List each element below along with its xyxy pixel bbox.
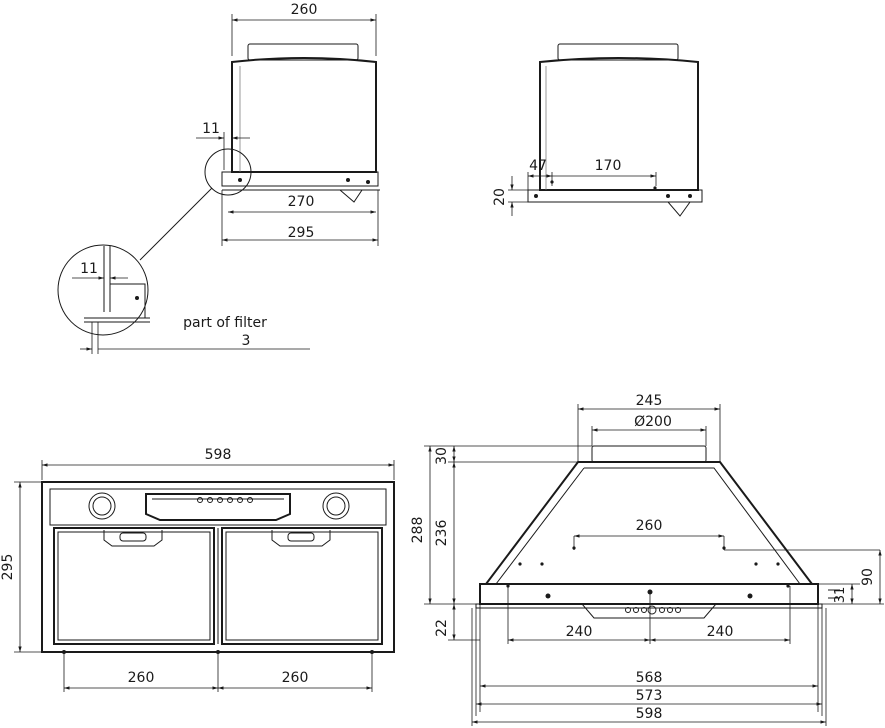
handle-left: [103, 530, 163, 547]
dim-bottom-width: 598: [205, 447, 232, 463]
front-control-buttons: [625, 605, 681, 615]
dim-front-collar: 245: [636, 393, 663, 409]
dim-front-left-pos: 240: [566, 624, 593, 640]
dim-filter: 3: [242, 333, 251, 349]
dim-front-right-h: 90: [860, 568, 876, 586]
rear-view: 47 170 20: [492, 43, 703, 217]
front-control-panel: [580, 603, 718, 619]
side-deflector: [338, 189, 363, 203]
control-buttons: [197, 497, 253, 503]
detail-marker-circle: [204, 148, 252, 196]
control-panel: [49, 488, 387, 526]
filter-left: [53, 527, 215, 645]
rear-base: [527, 189, 703, 203]
dim-front-right-pos: 240: [707, 624, 734, 640]
dim-front-598: 598: [636, 706, 663, 722]
dim-rear-height: 20: [492, 188, 508, 206]
lamp-left: [88, 492, 116, 520]
dim-side-offset: 11: [202, 121, 220, 137]
front-collar: [591, 445, 707, 463]
dim-front-collar-h: 30: [434, 447, 450, 465]
rear-collar: [557, 43, 679, 61]
lamp-right: [322, 492, 350, 520]
side-view: 260 11 270 295: [139, 2, 380, 261]
dim-rear-left: 47: [529, 158, 547, 174]
filter-right: [221, 527, 383, 645]
dim-detail-offset: 11: [80, 261, 98, 277]
bottom-view: 598: [0, 447, 395, 692]
dim-side-top: 260: [291, 2, 318, 18]
rear-body: [539, 57, 699, 191]
dim-side-total: 295: [288, 225, 315, 241]
side-collar: [247, 43, 359, 61]
side-base: [221, 171, 379, 187]
dim-front-base-h: 22: [434, 619, 450, 637]
dim-bottom-right-half: 260: [282, 670, 309, 686]
dim-rear-span: 170: [595, 158, 622, 174]
dim-front-total-h: 288: [410, 517, 426, 544]
front-view: 245 Ø200 260: [410, 393, 884, 726]
side-body: [231, 57, 377, 173]
control-bar: [145, 493, 291, 521]
dim-side-inner: 270: [288, 194, 315, 210]
dim-front-568: 568: [636, 670, 663, 686]
filter-label: part of filter: [183, 315, 267, 331]
dim-front-573: 573: [636, 688, 663, 704]
dim-front-diameter: Ø200: [634, 414, 672, 430]
dim-bottom-depth: 295: [0, 554, 16, 581]
dim-front-right-small: 31: [833, 587, 848, 604]
detail-circle: [57, 244, 149, 336]
dim-front-holes: 260: [636, 518, 663, 534]
dim-bottom-left-half: 260: [128, 670, 155, 686]
dim-front-body-h: 236: [434, 520, 450, 547]
handle-right: [271, 530, 331, 547]
detail-view: 11 part of filter 3: [57, 244, 310, 354]
